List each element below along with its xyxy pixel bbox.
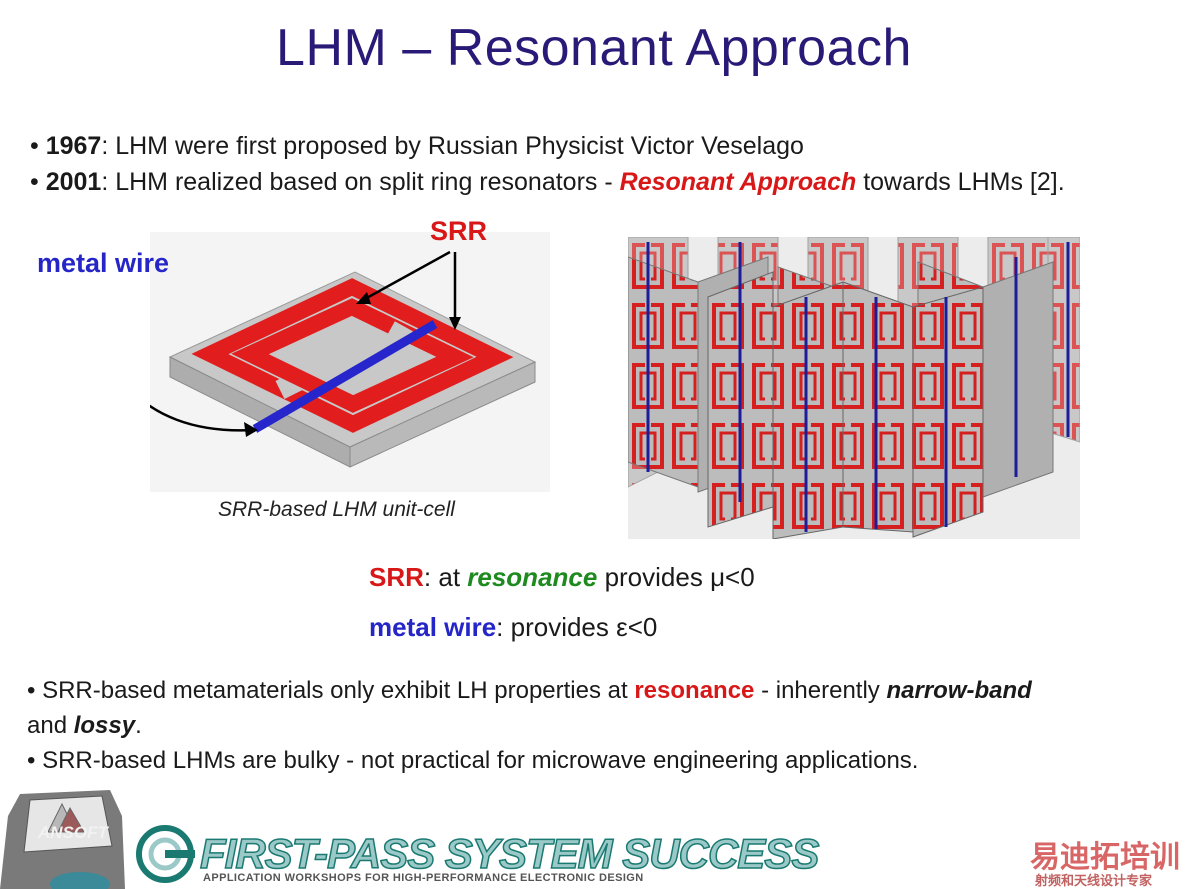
srr-label: SRR — [430, 216, 488, 246]
bb2-pre: and — [27, 712, 74, 739]
figure-caption: SRR-based LHM unit-cell — [218, 498, 455, 521]
metal-wire-explanation: metal wire: provides ε<0 — [369, 612, 657, 643]
bullet-text: : LHM realized based on split ring reson… — [101, 168, 620, 196]
year-2001: 2001 — [45, 168, 102, 196]
bottom-bullets: • SRR-based metamaterials only exhibit L… — [27, 673, 1167, 778]
year-1967: 1967 — [45, 132, 102, 160]
srr-unit-cell-figure — [150, 232, 550, 492]
srr-term: SRR — [369, 562, 424, 592]
bb-mid: - inherently — [754, 677, 887, 704]
srr-expl-post: provides μ<0 — [597, 562, 755, 592]
metal-wire-term: metal wire — [369, 612, 497, 642]
metal-wire-label: metal wire — [37, 248, 170, 278]
resonance-term: resonance — [467, 562, 598, 592]
narrow-band-em: narrow-band — [886, 677, 1032, 704]
bb2-post: . — [135, 712, 142, 739]
srr-explanation: SRR: at resonance provides μ<0 — [369, 562, 755, 593]
srr-array-figure — [628, 237, 1080, 539]
bullet-1967: • 1967: LHM were first proposed by Russi… — [30, 132, 804, 160]
resonant-approach-highlight: Resonant Approach — [619, 168, 857, 196]
top-bullets: • 1967: LHM were first proposed by Russi… — [30, 128, 1065, 200]
resonance-highlight: resonance — [634, 677, 755, 704]
ansoft-logo-graphic — [0, 790, 125, 889]
bullet-2001: • 2001: LHM realized based on split ring… — [30, 168, 1065, 196]
ansoft-logo-text: ANSOFT — [38, 823, 108, 842]
wire-expl-post: : provides ε<0 — [496, 612, 658, 642]
bullet-bulky: • SRR-based LHMs are bulky - not practic… — [27, 747, 919, 774]
bb-pre: • SRR-based metamaterials only exhibit L… — [27, 677, 635, 704]
bullet-tail: towards LHMs [2]. — [856, 168, 1065, 196]
bullet-lossy: and lossy. — [27, 708, 1167, 743]
slide-title: LHM – Resonant Approach — [276, 19, 912, 77]
first-pass-logo-icon — [136, 825, 195, 883]
bullet-narrowband: • SRR-based metamaterials only exhibit L… — [27, 673, 1167, 708]
watermark-main: 易迪拓培训 — [1030, 841, 1180, 874]
bullet-text: : LHM were first proposed by Russian Phy… — [101, 132, 804, 160]
watermark-sub: 射频和天线设计专家 — [1035, 873, 1153, 888]
srr-expl-pre: : at — [423, 562, 468, 592]
lossy-em: lossy — [73, 712, 136, 739]
footer-tagline: FIRST-PASS SYSTEM SUCCESS — [199, 829, 820, 878]
footer-subtitle: APPLICATION WORKSHOPS FOR HIGH-PERFORMAN… — [203, 872, 644, 884]
